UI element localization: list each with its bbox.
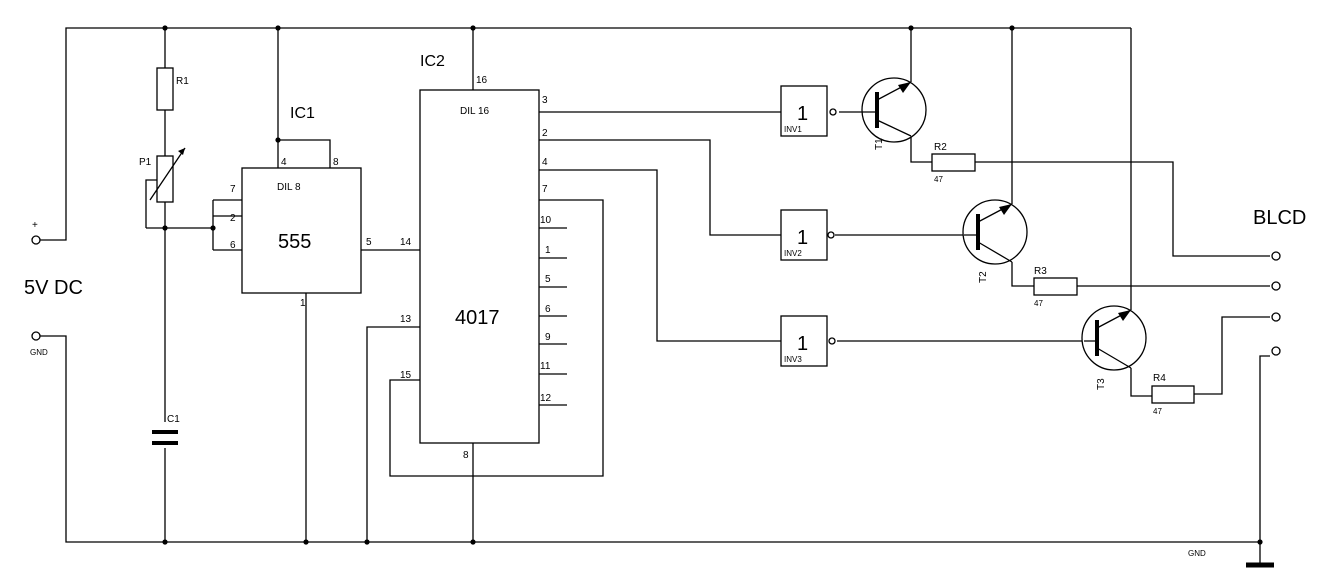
output-terminal-1[interactable] — [1271, 251, 1281, 261]
c1-label: C1 — [167, 414, 180, 425]
gnd-terminal[interactable] — [31, 331, 41, 341]
ic2-pin-14: 14 — [400, 237, 412, 248]
ic2-pin-15: 15 — [400, 370, 412, 381]
ic2-ref: IC2 — [420, 53, 445, 70]
p1-arrow-head — [178, 148, 185, 155]
t1-label: T1 — [874, 138, 885, 150]
resistor-r3[interactable]: R3 47 — [1033, 266, 1078, 308]
transistor-t3[interactable]: T3 — [1081, 305, 1147, 390]
r2-value: 47 — [934, 175, 943, 184]
plus-label: + — [32, 220, 38, 231]
output-terminal-3[interactable] — [1271, 312, 1281, 322]
ic2-pin-4: 4 — [542, 157, 548, 168]
output-terminal-2[interactable] — [1271, 281, 1281, 291]
r2-label: R2 — [934, 142, 947, 153]
t3-collector-wire — [1130, 368, 1152, 397]
supply-label: 5V DC — [24, 277, 83, 299]
ic2-4017[interactable]: IC2 DIL 16 4017 16 3 2 4 7 10 1 5 6 9 11… — [400, 53, 552, 461]
inv2-symbol: 1 — [797, 227, 808, 249]
plus-terminal[interactable] — [31, 235, 41, 245]
ic1-part: 555 — [278, 231, 311, 253]
ic1-vcc-wire — [277, 28, 331, 168]
ic2-pin13-wire — [366, 326, 420, 542]
inverter-inv3[interactable]: 1 INV3 — [780, 315, 836, 367]
ic1-pin-5: 5 — [366, 237, 372, 248]
q1-wire — [539, 139, 781, 236]
r3-value: 47 — [1034, 299, 1043, 308]
gnd-label: GND — [30, 348, 48, 357]
junctions — [162, 25, 1263, 545]
t1-collector-wire — [910, 136, 932, 163]
resistor-r1[interactable]: R1 — [156, 67, 189, 111]
inv2-ref: INV2 — [784, 249, 802, 258]
power-input: + 5V DC GND — [24, 220, 83, 357]
ic1-ref: IC1 — [290, 105, 315, 122]
wires — [36, 27, 1274, 568]
r4-to-output-wire — [1194, 316, 1270, 395]
ic1-pin-6: 6 — [230, 240, 236, 251]
inv3-symbol: 1 — [797, 333, 808, 355]
reset-loop-wire — [389, 199, 604, 477]
ic2-pin-16: 16 — [476, 75, 488, 86]
ic1-pin-7: 7 — [230, 184, 236, 195]
ic1-pin-8: 8 — [333, 157, 339, 168]
transistor-t2[interactable]: T2 — [962, 199, 1028, 283]
ic1-package: DIL 8 — [277, 182, 301, 193]
ic2-part: 4017 — [455, 307, 500, 329]
ic2-pin-5: 5 — [545, 274, 551, 285]
inv3-ref: INV3 — [784, 355, 802, 364]
ic2-pin-2: 2 — [542, 128, 548, 139]
p1-label: P1 — [139, 157, 152, 168]
ic2-pin-1: 1 — [545, 245, 551, 256]
q2-wire — [539, 169, 781, 342]
ic1-pin-1: 1 — [300, 298, 306, 309]
ic1-pin-2: 2 — [230, 213, 236, 224]
t2-label: T2 — [978, 271, 989, 283]
ic2-pin-3: 3 — [542, 95, 548, 106]
output-terminals: BLCD GND — [1188, 207, 1306, 558]
inverter-inv2[interactable]: 1 INV2 — [780, 209, 835, 261]
r1-label: R1 — [176, 76, 189, 87]
r4-value: 47 — [1153, 407, 1162, 416]
t2-collector-wire — [1011, 262, 1034, 287]
ic2-pin-6: 6 — [545, 304, 551, 315]
output-terminal-4[interactable] — [1271, 346, 1281, 356]
capacitor-c1[interactable]: C1 — [152, 414, 180, 445]
resistor-r4[interactable]: R4 47 — [1151, 373, 1195, 416]
ground-rail — [36, 335, 1260, 543]
supply-rail — [36, 27, 1131, 241]
ic2-pin-11: 11 — [540, 361, 551, 372]
ic1-pins-267-wire — [212, 199, 242, 251]
ic2-pin-8: 8 — [463, 450, 469, 461]
ground-symbol-label: GND — [1188, 549, 1206, 558]
inverter-inv1[interactable]: 1 INV1 — [780, 85, 837, 137]
ic2-pin-9: 9 — [545, 332, 551, 343]
ic2-pin-12: 12 — [540, 393, 552, 404]
ic1-555[interactable]: IC1 DIL 8 555 4 8 7 2 6 5 1 — [230, 105, 372, 309]
potentiometer-p1[interactable]: P1 — [139, 147, 186, 203]
ic2-pin-13: 13 — [400, 314, 412, 325]
resistor-r2[interactable]: R2 47 — [931, 142, 976, 184]
transistor-t1[interactable]: T1 — [861, 77, 927, 150]
ground-right-line — [1259, 355, 1270, 564]
inv1-symbol: 1 — [797, 103, 808, 125]
ic2-pin-7: 7 — [542, 184, 548, 195]
inv1-ref: INV1 — [784, 125, 802, 134]
output-label: BLCD — [1253, 207, 1306, 229]
p1-arrow-line — [149, 147, 186, 201]
r4-label: R4 — [1153, 373, 1166, 384]
ic2-package: DIL 16 — [460, 106, 490, 117]
r3-label: R3 — [1034, 266, 1047, 277]
ic1-pin-4: 4 — [281, 157, 287, 168]
ic2-unused-stubs — [539, 227, 567, 406]
r2-to-output-wire — [975, 161, 1270, 257]
ic2-pin-10: 10 — [540, 215, 552, 226]
t3-label: T3 — [1096, 378, 1107, 390]
